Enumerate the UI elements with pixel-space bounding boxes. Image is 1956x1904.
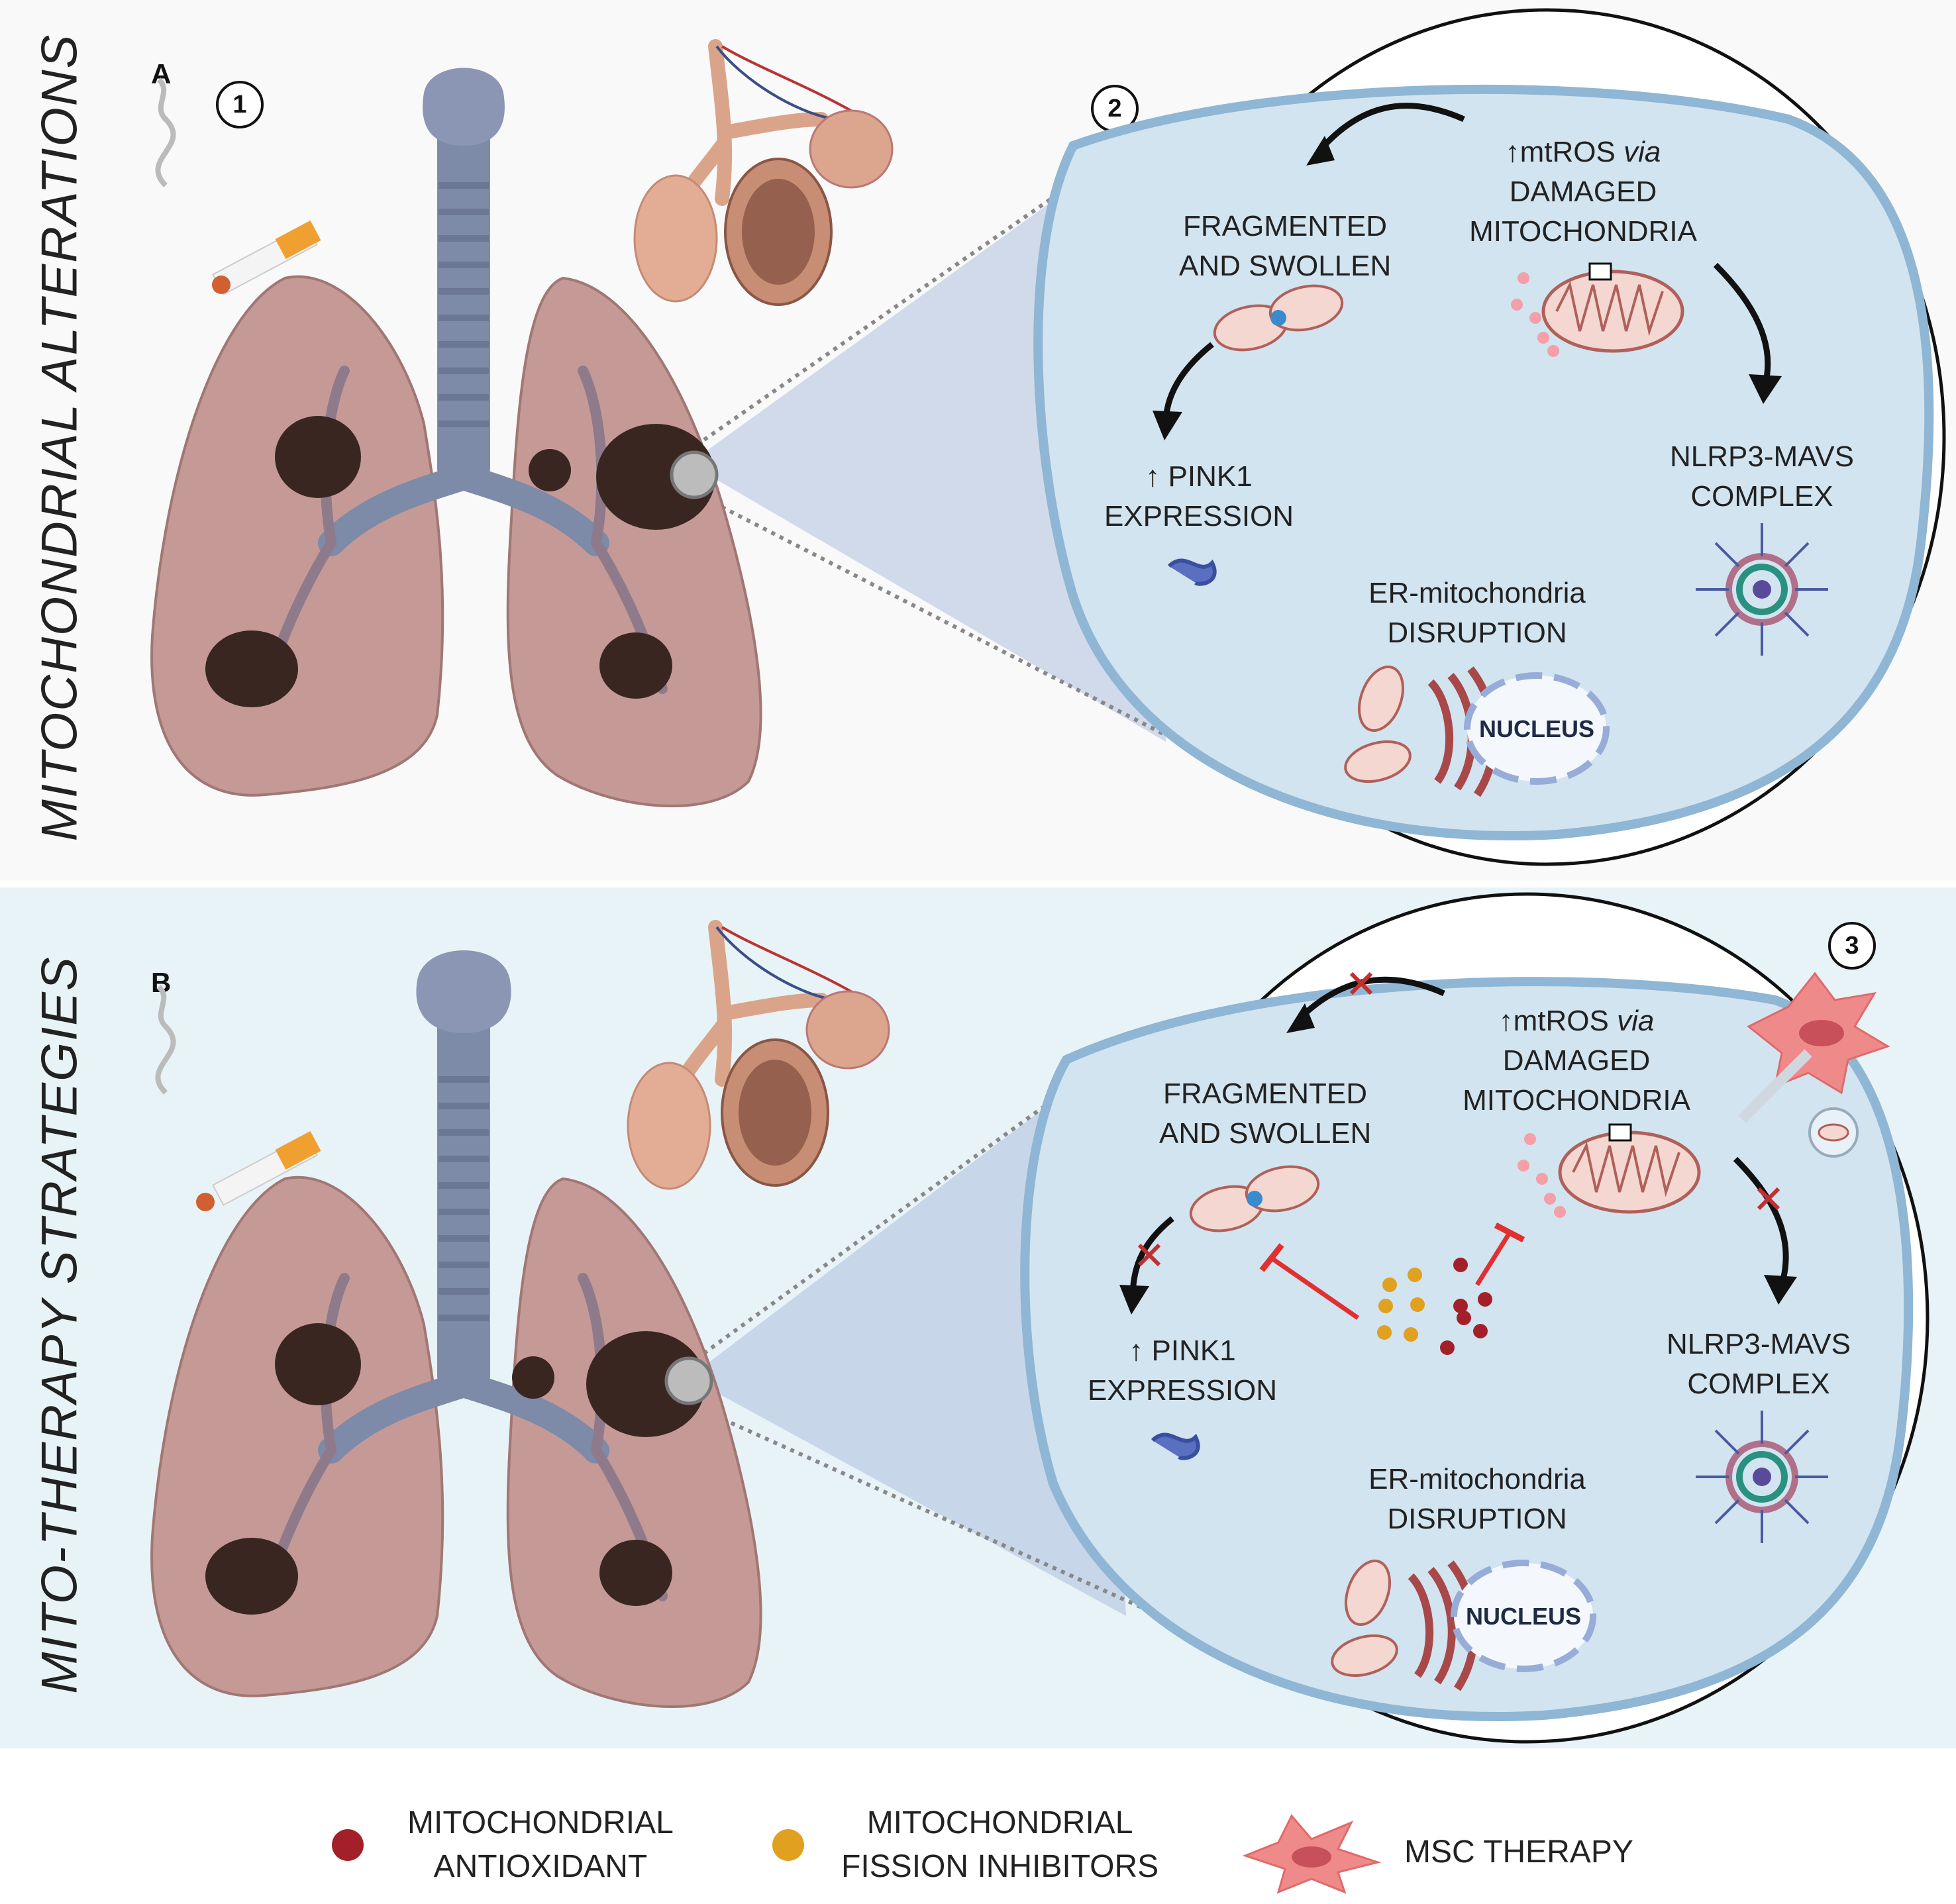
cigarette-icon <box>155 77 321 295</box>
arrow-to-nlrp3 <box>1733 1156 1789 1286</box>
magnifier-icon <box>664 1356 713 1405</box>
arrow-to-fragmented <box>1315 103 1465 154</box>
nlrp3-complex-icon <box>1696 1411 1828 1543</box>
lungs-icon <box>150 68 762 807</box>
nlrp3-complex-icon <box>1696 523 1828 656</box>
panel-a: MITOCHONDRIAL ALTERATIONS A 1 2 <box>0 0 1956 881</box>
nucleus <box>1464 672 1610 785</box>
panel-a-nucleus-label: NUCLEUS <box>1478 715 1594 742</box>
fission-dot-icon <box>772 1829 804 1861</box>
pink1-protein-icon <box>1151 1432 1200 1460</box>
zoom-funnel <box>689 1066 1126 1616</box>
block-mark <box>1349 972 1373 995</box>
antioxidant-dots <box>1440 1258 1492 1355</box>
mitochondrion-icon <box>1213 284 1344 352</box>
mitochondrion-icon <box>1518 1123 1701 1218</box>
inhibitor-line-1 <box>1475 1230 1512 1286</box>
antioxidant-dot-icon <box>332 1829 364 1861</box>
lungs-icon <box>150 950 762 1708</box>
msc-cell-icon <box>1242 1814 1382 1894</box>
zoom-line-top <box>688 1064 1101 1366</box>
legend-text-msc: MSC THERAPY <box>1404 1834 1633 1870</box>
panel-b: MITO-THERAPY STRATEGIES B 3 2 1 <box>0 887 1956 1748</box>
zoom-line-bottom <box>688 488 1167 737</box>
alveoli-icon <box>627 920 890 1190</box>
panel-a-step-1: 1 <box>216 81 264 128</box>
cigarette-icon <box>155 985 321 1211</box>
magnifier-icon <box>670 450 719 499</box>
panel-b-step-3: 3 <box>1828 922 1876 970</box>
panel-b-nucleus-label: NUCLEUS <box>1465 1603 1581 1630</box>
nucleus <box>1451 1560 1596 1672</box>
zoom-line-bottom <box>688 1402 1147 1611</box>
mitochondrion-icon <box>1511 262 1684 357</box>
alveoli-icon <box>633 39 894 306</box>
cell-membrane <box>1033 84 1934 841</box>
mitochondrion-icon <box>1344 665 1412 783</box>
inhibitor-line-2 <box>1270 1256 1359 1320</box>
block-mark <box>1137 1243 1161 1267</box>
legend-item-msc: MSC THERAPY <box>1239 1809 1633 1895</box>
block-mark <box>1757 1187 1780 1211</box>
msc-cell-icon <box>1738 972 1890 1158</box>
mitochondrion-icon <box>1189 1165 1320 1232</box>
panel-a-illustration <box>150 8 1946 866</box>
fission-inhibitor-dots <box>1377 1268 1425 1342</box>
panel-b-illustration <box>150 892 1930 1744</box>
pink1-protein-icon <box>1167 558 1217 586</box>
arrow-to-nlrp3 <box>1713 262 1771 385</box>
mitochondrion-icon <box>1331 1559 1398 1677</box>
